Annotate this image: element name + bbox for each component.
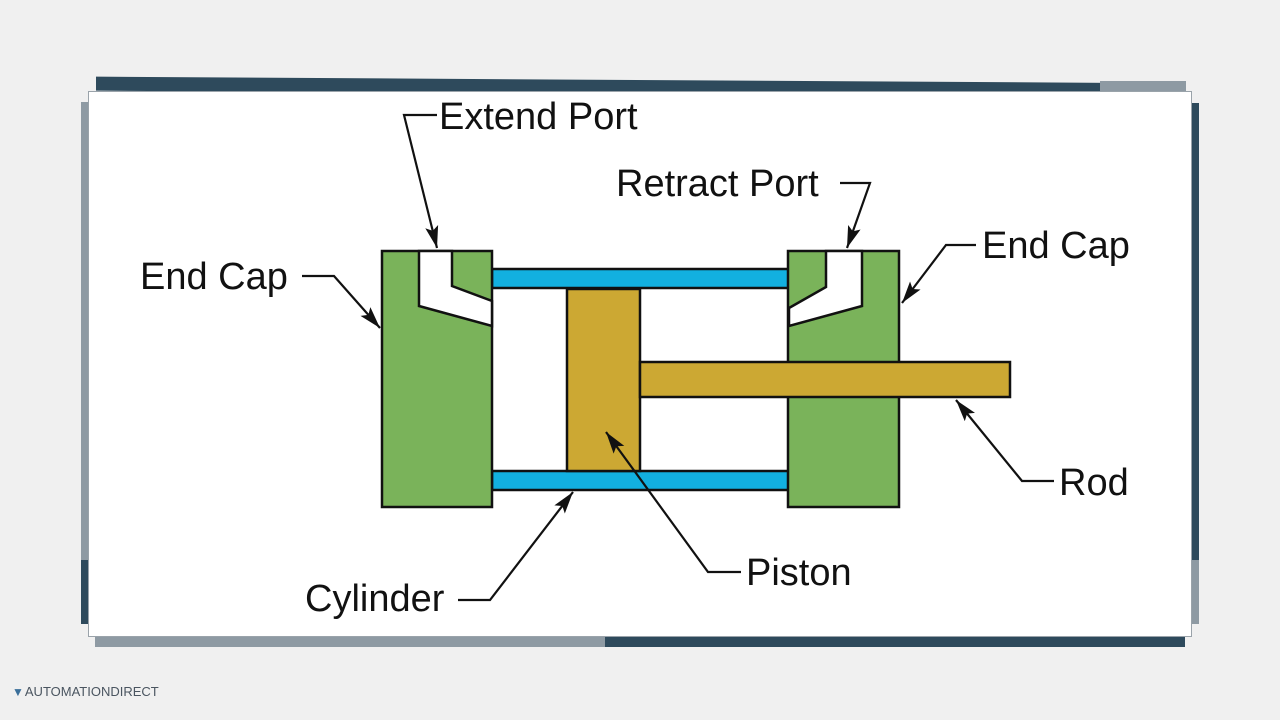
frame-accent-right bbox=[1190, 103, 1199, 623]
piston bbox=[565, 287, 642, 473]
leader-end-cap-left bbox=[302, 274, 381, 329]
label-retract-port: Retract Port bbox=[616, 163, 819, 205]
frame-accent-bottom-grey bbox=[95, 636, 605, 647]
label-end-cap-left: End Cap bbox=[140, 256, 288, 298]
frame-accent-top-grey bbox=[1100, 81, 1186, 93]
leader-retract-port bbox=[840, 181, 872, 249]
label-end-cap-right: End Cap bbox=[982, 225, 1130, 267]
cylinder-wall-top bbox=[490, 267, 792, 290]
frame-accent-right-grey bbox=[1190, 560, 1199, 624]
leader-rod bbox=[955, 399, 1054, 483]
frame-accent-bottom bbox=[600, 636, 1185, 647]
leader-end-cap-right bbox=[901, 243, 976, 304]
end-cap-left bbox=[380, 249, 494, 509]
label-piston: Piston bbox=[746, 552, 852, 594]
label-cylinder: Cylinder bbox=[305, 578, 445, 620]
automationdirect-logo: ▼ AUTOMATIONDIRECT bbox=[12, 684, 159, 699]
extend-port-passage bbox=[417, 249, 494, 328]
retract-port-passage bbox=[787, 249, 864, 328]
leader-cylinder bbox=[458, 491, 574, 602]
leader-extend-port bbox=[402, 113, 439, 249]
frame-accent-left bbox=[81, 102, 89, 624]
triangle-logo-icon: ▼ bbox=[12, 684, 24, 699]
leader-piston bbox=[605, 431, 741, 574]
label-extend-port: Extend Port bbox=[439, 96, 638, 138]
label-rod: Rod bbox=[1059, 462, 1129, 504]
logo-text: AUTOMATIONDIRECT bbox=[24, 684, 159, 699]
frame-accent-left-dark bbox=[81, 560, 89, 624]
rod bbox=[638, 360, 1012, 399]
